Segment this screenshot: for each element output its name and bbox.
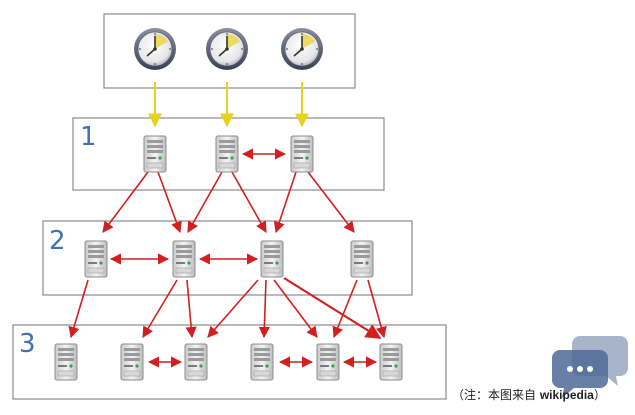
link-arrow — [207, 279, 259, 338]
link-arrow — [273, 279, 318, 338]
clock-icon — [205, 27, 249, 71]
link-arrow — [68, 279, 89, 339]
clock-icon — [133, 27, 177, 71]
link-arrow — [187, 171, 223, 233]
server-icon — [172, 240, 196, 278]
link-arrow — [258, 279, 270, 339]
server-icon — [54, 343, 78, 381]
server-icon — [120, 343, 144, 381]
link-arrow — [307, 171, 355, 233]
link-arrow — [185, 279, 197, 339]
source-caption: （注：本图来自 wikipedia） — [452, 386, 606, 403]
server-icon — [250, 343, 274, 381]
server-icon — [215, 135, 239, 173]
server-icon — [379, 343, 403, 381]
clock-icon — [280, 27, 324, 71]
link-arrow — [273, 171, 297, 234]
link-arrow — [142, 279, 178, 338]
link-arrow — [231, 171, 267, 233]
server-icon — [260, 240, 284, 278]
caption-source: wikipedia — [539, 388, 594, 402]
link-arrow — [332, 279, 358, 339]
link-arrow — [102, 171, 149, 233]
caption-prefix: （注：本图来自 — [452, 388, 540, 402]
stratum-3-label: 3 — [19, 329, 36, 359]
server-icon — [84, 240, 108, 278]
server-icon — [316, 343, 340, 381]
link-arrow — [283, 277, 382, 339]
link-arrow — [157, 171, 182, 234]
server-icon — [143, 135, 167, 173]
chat-bubble-icon — [552, 336, 628, 398]
server-icon — [184, 343, 208, 381]
stratum-1-label: 1 — [80, 122, 97, 152]
stratum-2-label: 2 — [49, 226, 66, 256]
server-icon — [350, 240, 374, 278]
link-arrow — [367, 279, 387, 339]
server-icon — [290, 135, 314, 173]
caption-suffix: ） — [593, 388, 606, 402]
